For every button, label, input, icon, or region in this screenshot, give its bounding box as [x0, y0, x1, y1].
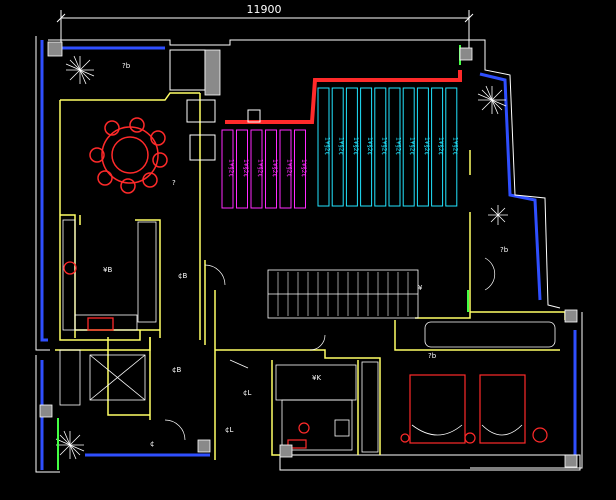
dimension-value: 11900: [247, 3, 282, 16]
dimension-line: [56, 10, 474, 52]
cyan-rack: [345, 87, 358, 207]
plant-icon: [55, 55, 508, 460]
label-stair: ¥­: [418, 284, 423, 292]
cyan-rack-label: 1¥§2¢: [409, 137, 416, 155]
kitchen-counters: [62, 219, 157, 331]
staircase: [267, 269, 419, 319]
stair-steps: [277, 272, 409, 316]
magenta-rack: [250, 129, 263, 209]
cyan-rack-label: 1¥§2¢: [324, 137, 331, 155]
gray-columns: [39, 41, 578, 468]
cyan-rack-label: 1¥§2¢: [423, 137, 430, 155]
magenta-rack: [279, 129, 292, 209]
label-lounge: ?b­: [428, 352, 437, 360]
cyan-rack: [402, 87, 415, 207]
magenta-rack-label: 1¥§2¢: [286, 159, 293, 177]
cyan-rack: [388, 87, 401, 207]
right-room-white: [411, 321, 556, 436]
shaft-box: [59, 349, 146, 406]
cyan-rack-label: 1¥§2¢: [366, 137, 373, 155]
magenta-rack: [236, 129, 248, 209]
magenta-rack-label: 1¥§2¢: [271, 159, 278, 177]
label-dining: ?­: [172, 179, 176, 187]
green-walls: [48, 45, 469, 470]
magenta-rack: [294, 129, 306, 209]
cyan-rack: [331, 87, 344, 207]
outer-walls-white: [35, 36, 583, 473]
cyan-rack-label: 1¥§2¢: [352, 137, 359, 155]
outer-blue-walls: [40, 40, 577, 470]
magenta-rack: [265, 129, 277, 209]
inner-walls: [55, 92, 566, 460]
room-labels: ?b­ ?­ ¥B­ ¢B ?b­ ¥­ ¢B ¥K ¢L­ ?b­ ¢­ ¢L…: [103, 62, 509, 448]
magenta-rack-label: 1¥§2¢: [300, 159, 307, 177]
cyan-rack-label: 1¥§2¢: [451, 137, 458, 155]
magenta-rack: [221, 129, 234, 209]
cyan-rack: [374, 87, 387, 207]
label-toilet: ¥K: [312, 374, 321, 382]
toilet-room: [275, 361, 379, 453]
magenta-rack-label: 1¥§2¢: [242, 159, 249, 177]
kitchen-stove: [63, 261, 114, 331]
dining-table: [89, 117, 168, 194]
label-kitchen: ¥B­: [103, 266, 112, 274]
cyan-rack: [416, 87, 429, 207]
red-duct: [225, 70, 462, 124]
cyan-rack-label: 1¥§2¢: [395, 137, 402, 155]
label-washroom: ¢L­: [243, 389, 251, 397]
cyan-rack-label: 1¥§2¢: [437, 137, 444, 155]
cyan-rack: [317, 87, 330, 207]
label-right-room: ?b­: [500, 246, 509, 254]
cyan-rack: [360, 87, 373, 207]
cyan-rack: [431, 87, 444, 207]
magenta-rack-label: 1¥§2¢: [228, 159, 235, 177]
toilet-fixtures: [287, 422, 310, 449]
magenta-rack-label: 1¥§2¢: [257, 159, 264, 177]
door-arcs: [164, 257, 496, 441]
label-corridor: ¢B: [178, 272, 187, 280]
right-room-furniture: [400, 374, 548, 444]
cyan-rack: [445, 87, 458, 207]
magenta-racks: 1¥§2¢ 1¥§2¢ 1¥§2¢ 1¥§2¢ 1¥§2¢ 1¥§2¢: [221, 129, 307, 209]
label-store: ¢B: [172, 366, 181, 374]
label-bottom-left: ¢­: [150, 440, 154, 448]
label-bottom-mid: ¢L­: [225, 426, 233, 434]
cyan-racks: 1¥§2¢ 1¥§2¢ 1¥§2¢ 1¥§2¢ 1¥§2¢ 1¥§2¢ 1¥§2¢ 1¥§2¢…: [317, 87, 458, 207]
cyan-rack-label: 1¥§2¢: [338, 137, 345, 155]
cyan-rack-label: 1¥§2¢: [380, 137, 387, 155]
label-top-left-room: ?b­: [122, 62, 131, 70]
